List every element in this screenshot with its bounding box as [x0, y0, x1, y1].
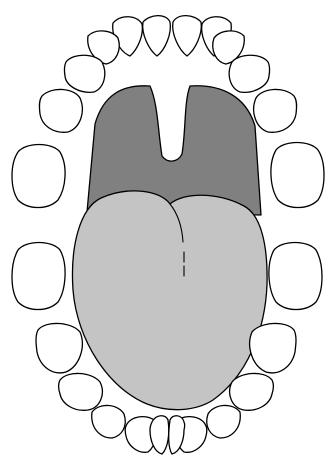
tooth-lower-canine-right: [207, 405, 241, 438]
tooth-upper-premolar-2-right: [254, 89, 297, 132]
tooth-lower-molar-right: [269, 243, 322, 310]
tooth-upper-premolar-2-left: [39, 89, 82, 132]
tooth-upper-central-incisor-right: [173, 16, 202, 56]
tooth-lower-molar-left: [12, 243, 65, 310]
tooth-lower-premolar-2-right: [250, 323, 296, 372]
tooth-upper-central-incisor-left: [143, 16, 171, 56]
tooth-lower-canine-left: [92, 405, 126, 438]
tooth-upper-molar-left: [12, 145, 65, 208]
tooth-lower-premolar-2-left: [36, 323, 82, 372]
tooth-lower-premolar-1-left: [59, 373, 103, 410]
tooth-upper-premolar-1-right: [229, 55, 269, 92]
tooth-lower-central-incisor-left: [150, 416, 169, 454]
tooth-upper-premolar-1-left: [64, 55, 104, 92]
tooth-lower-premolar-1-right: [230, 373, 274, 410]
tooth-upper-molar-right: [271, 143, 324, 208]
